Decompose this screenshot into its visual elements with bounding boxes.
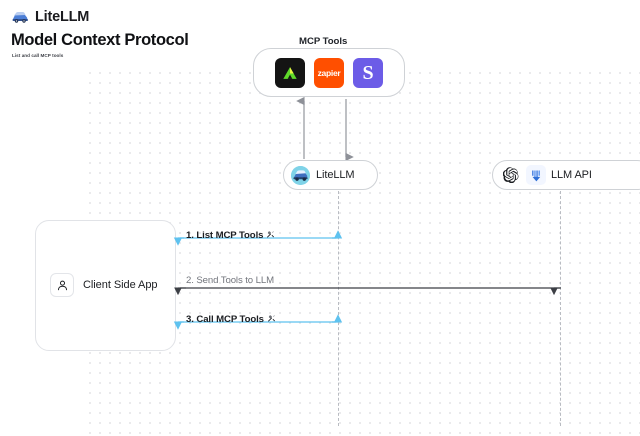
node-llm-api[interactable]: LLM API [492,160,640,190]
zapier-icon[interactable]: zapier [314,57,344,88]
mcp-tools-label: MCP Tools [299,36,348,47]
client-side-app-box[interactable]: Client Side App [35,220,176,351]
node-litellm[interactable]: LiteLLM [283,160,378,190]
openai-glyph [503,167,519,183]
user-glyph [57,280,67,290]
client-side-app-content: Client Side App [50,273,158,297]
node-llm-api-label: LLM API [551,169,592,181]
diagram-canvas [84,66,640,436]
car-logo-icon [12,12,28,23]
lifeline-litellm [338,191,339,426]
triangle-glyph [283,66,297,79]
bedrock-icon [526,165,546,185]
step-3-arrow [173,314,343,330]
step-1-label: 1. List MCP Tools [186,230,275,241]
page-subtitle: List and call MCP tools [12,53,64,58]
step-2-label: 2. Send Tools to LLM [186,275,274,286]
page-title: Model Context Protocol [11,31,189,49]
client-side-app-label: Client Side App [83,279,158,291]
triangle-tool-icon[interactable] [275,57,305,88]
lifeline-llm-api [560,191,561,426]
litellm-avatar-icon [291,165,310,185]
step-1-text: 1. List MCP Tools [186,230,264,241]
tools-emoji [267,315,275,322]
zapier-label: zapier [317,67,341,78]
tools-emoji [267,231,275,238]
node-litellm-label: LiteLLM [316,169,355,181]
litellm-mcp-connectors [296,96,354,162]
openai-icon [501,165,521,185]
brand-header: LiteLLM [12,7,89,27]
step-3-label: 3. Call MCP Tools [186,314,276,325]
mcp-tools-group[interactable]: zapier S [253,48,405,97]
brand-name: LiteLLM [35,8,90,25]
user-icon [50,273,74,297]
supabase-label: S [362,61,374,84]
step-3-text: 3. Call MCP Tools [186,314,264,325]
supabase-icon[interactable]: S [353,57,383,88]
step-1-arrow [173,230,343,246]
step-2-arrow [174,287,561,296]
litellm-car-glyph [291,165,310,185]
bedrock-glyph [531,170,540,181]
